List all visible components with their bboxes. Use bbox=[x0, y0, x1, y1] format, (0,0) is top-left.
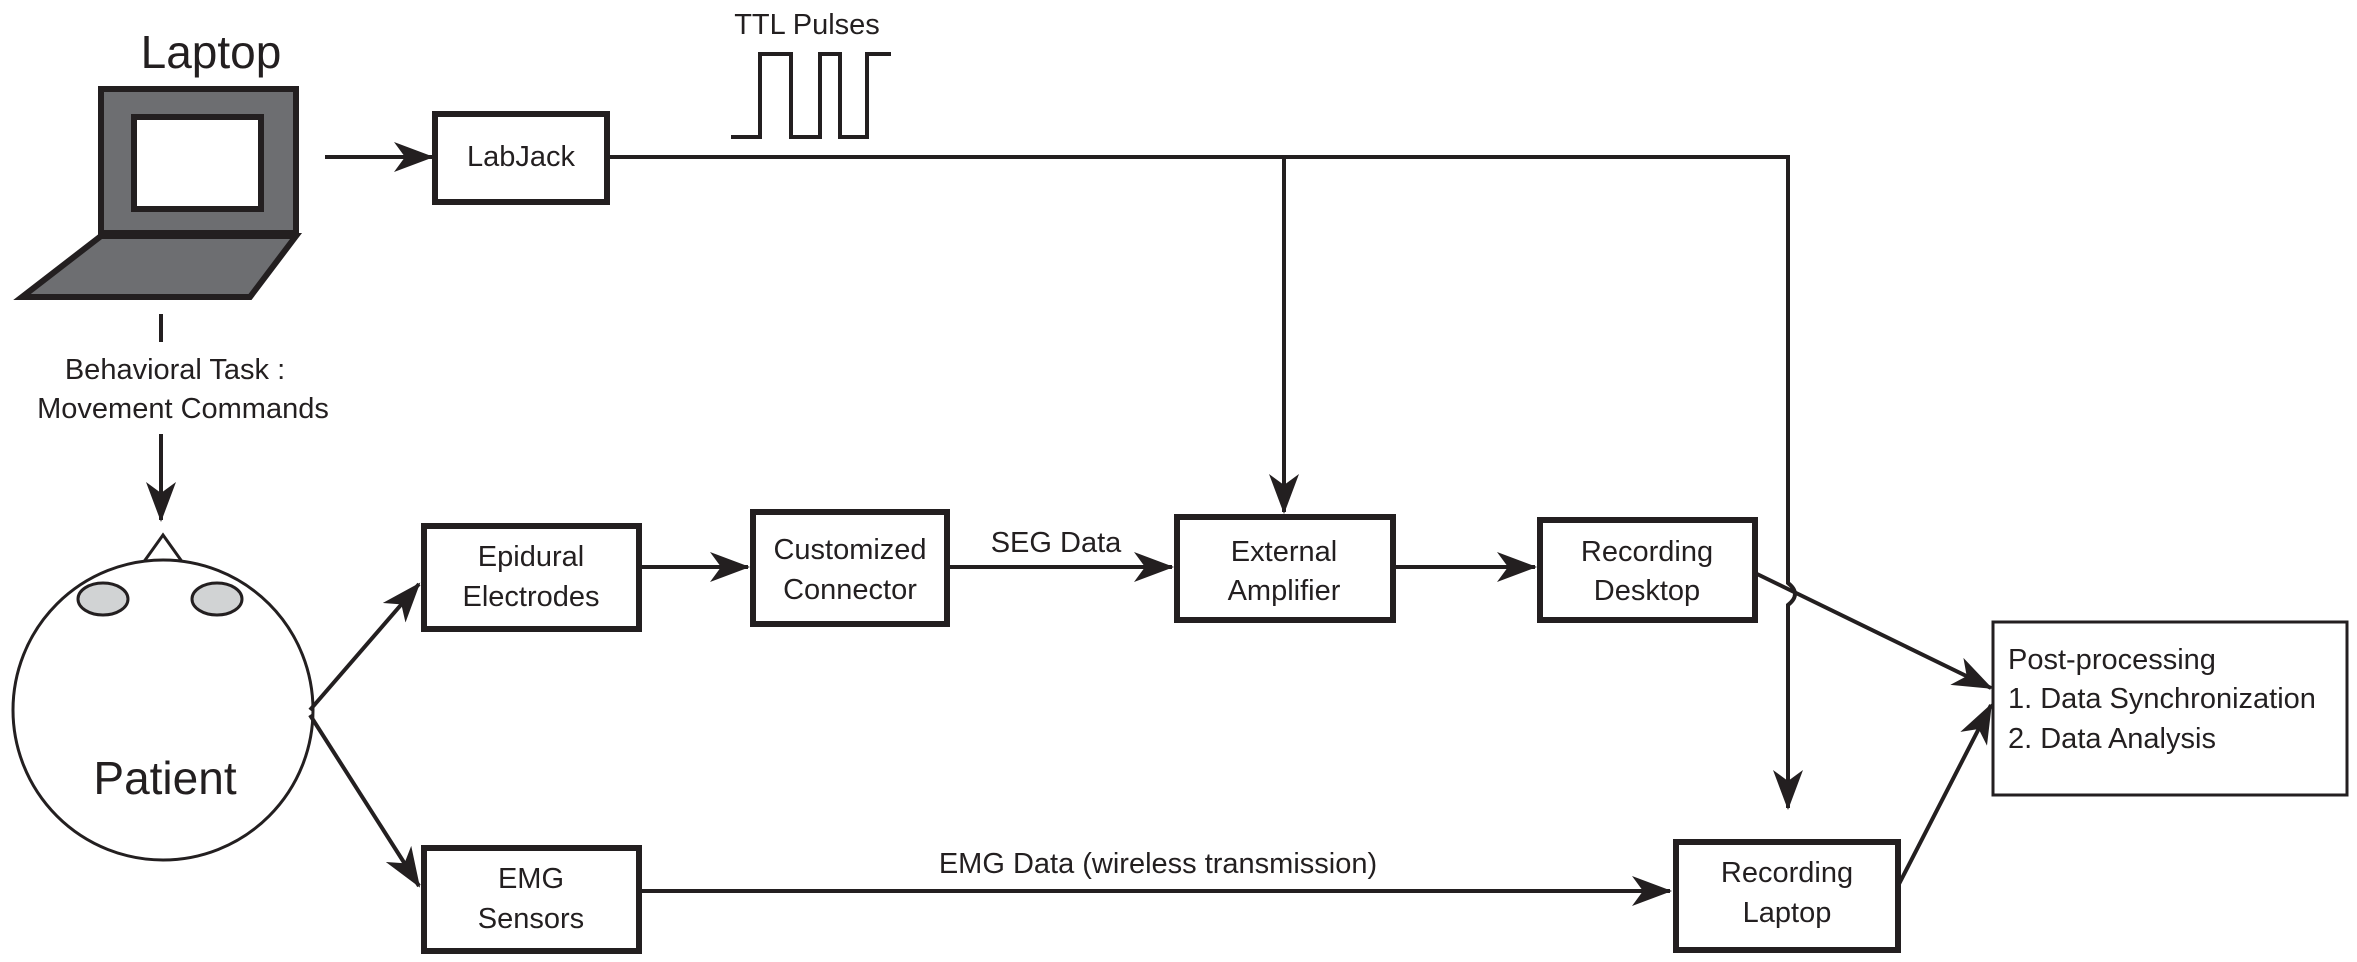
labjack-label: LabJack bbox=[467, 141, 576, 173]
arrow-desktop-postprocessing bbox=[1754, 571, 1993, 690]
emg-data-label: EMG Data (wireless transmission) bbox=[939, 848, 1377, 880]
postprocessing-title: Post-processing bbox=[2008, 644, 2216, 676]
ttl-pulses-label: TTL Pulses bbox=[734, 9, 880, 41]
behavioral-task-label-2: Movement Commands bbox=[37, 393, 329, 425]
emg-sensors-label-1: EMG bbox=[498, 863, 564, 895]
desktop-label-2: Desktop bbox=[1594, 575, 1700, 607]
recording-laptop-box bbox=[1673, 839, 1901, 953]
postprocessing-box bbox=[1991, 620, 2349, 797]
connector-label-1: Customized bbox=[773, 534, 926, 566]
epidural-label-2: Electrodes bbox=[462, 581, 599, 613]
laptop-title: Laptop bbox=[141, 26, 282, 78]
head-icon bbox=[11, 532, 315, 862]
epidural-electrodes-box bbox=[421, 523, 642, 632]
behavioral-task-label-1: Behavioral Task : bbox=[65, 354, 285, 386]
patient-label: Patient bbox=[93, 752, 236, 804]
arrow-reclaptop-postprocessing bbox=[1896, 703, 1993, 887]
emg-sensors-label-2: Sensors bbox=[478, 903, 584, 935]
laptop-icon bbox=[13, 86, 303, 300]
epidural-label-1: Epidural bbox=[478, 541, 584, 573]
emg-sensors-box bbox=[421, 845, 642, 954]
seg-data-label: SEG Data bbox=[991, 527, 1122, 559]
connector-label-2: Connector bbox=[783, 574, 917, 606]
ttl-pulse-icon bbox=[731, 52, 891, 139]
rec-laptop-label-1: Recording bbox=[1721, 857, 1853, 889]
arrow-patient-emg bbox=[308, 713, 421, 888]
ttl-trigger-line bbox=[607, 155, 1803, 810]
recording-desktop-box bbox=[1537, 517, 1758, 623]
customized-connector-box bbox=[750, 509, 950, 627]
rec-laptop-label-2: Laptop bbox=[1743, 897, 1832, 929]
desktop-label-1: Recording bbox=[1581, 536, 1713, 568]
amplifier-label-1: External bbox=[1231, 536, 1337, 568]
postprocessing-item-1: 1. Data Synchronization bbox=[2008, 683, 2316, 715]
amplifier-label-2: Amplifier bbox=[1228, 575, 1341, 607]
arrow-patient-epidural bbox=[308, 582, 421, 712]
postprocessing-item-2: 2. Data Analysis bbox=[2008, 723, 2216, 755]
